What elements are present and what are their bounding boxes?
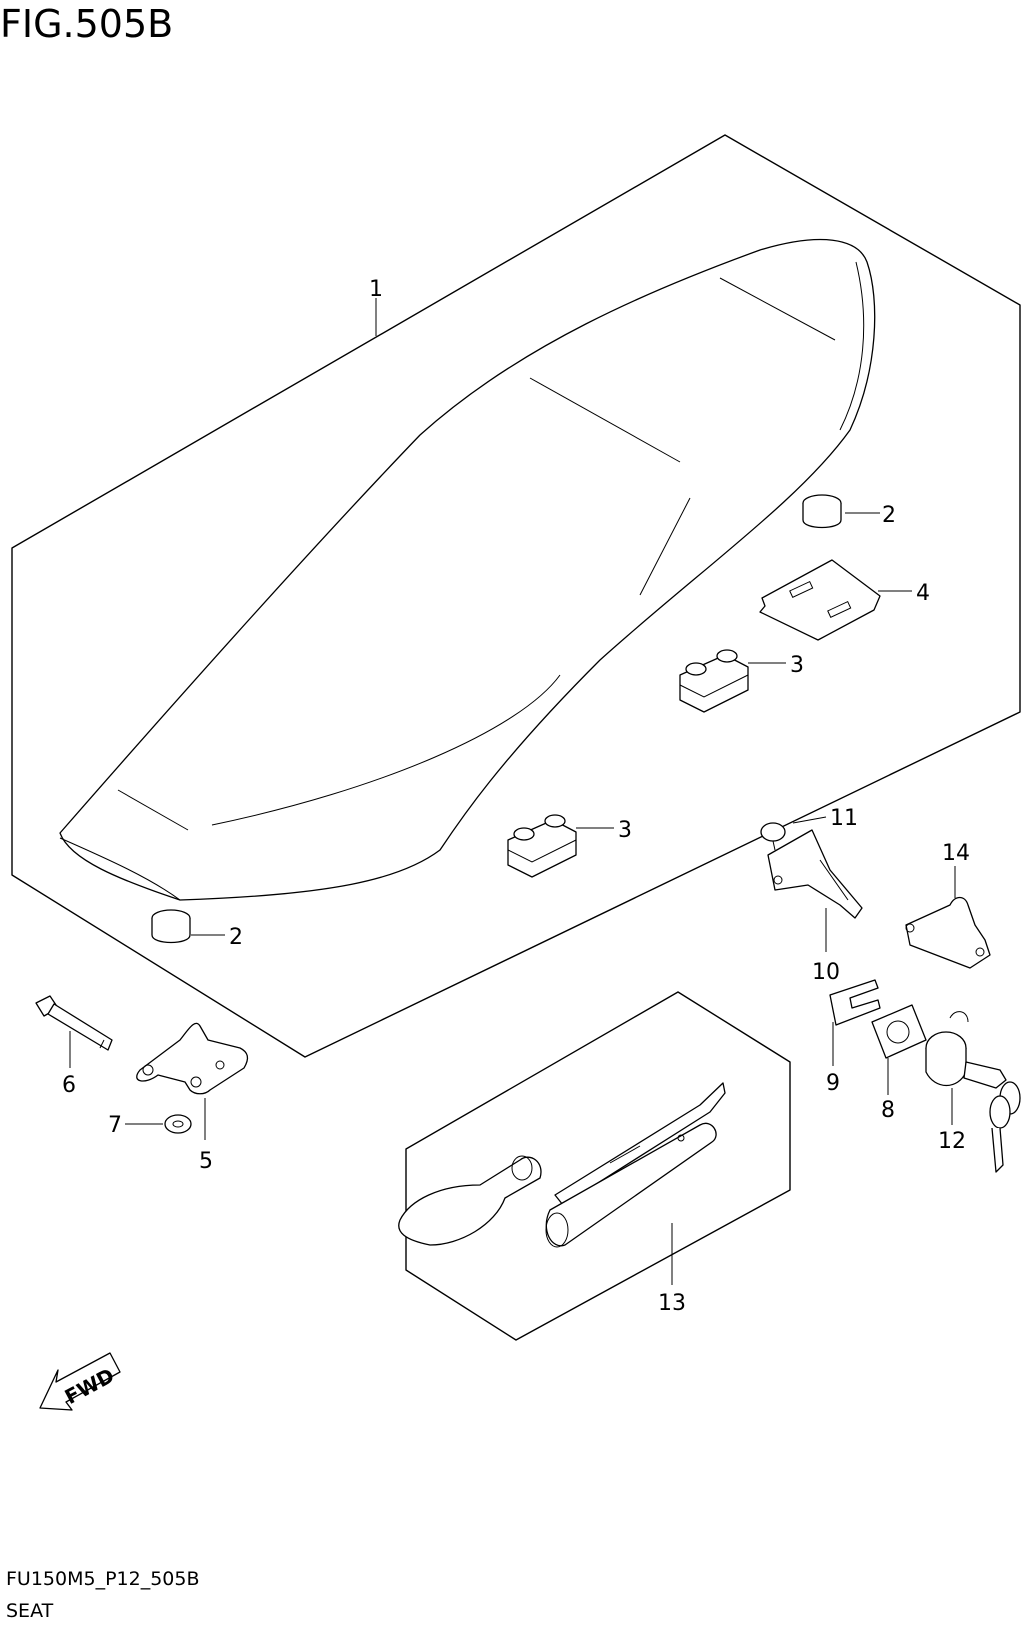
callout-13: 13 bbox=[658, 1291, 686, 1316]
callout-11: 11 bbox=[830, 806, 858, 831]
callout-8: 8 bbox=[881, 1098, 895, 1123]
callout-2-lower: 2 bbox=[229, 925, 243, 950]
leader-lines bbox=[69, 298, 956, 1285]
hook-bracket-part-14[interactable] bbox=[905, 896, 991, 969]
nut-part-7[interactable] bbox=[164, 1114, 192, 1134]
figure-title: FIG.505B bbox=[0, 2, 174, 46]
bolt-part-6[interactable] bbox=[35, 995, 113, 1051]
callout-9: 9 bbox=[826, 1071, 840, 1096]
latch-bracket-part-10[interactable] bbox=[767, 829, 863, 919]
plate-part-4[interactable] bbox=[759, 559, 881, 641]
callout-3-upper: 3 bbox=[790, 653, 804, 678]
callout-1: 1 bbox=[369, 277, 383, 302]
tool-kit-boundary bbox=[405, 991, 791, 1341]
seat-assembly-boundary bbox=[11, 134, 1021, 1058]
rubber-block-part-3-lower[interactable] bbox=[507, 814, 577, 878]
callout-7: 7 bbox=[108, 1113, 122, 1138]
screwdriver-handle[interactable] bbox=[398, 1155, 542, 1246]
forward-direction-arrow: FWD bbox=[39, 1352, 121, 1411]
callout-5: 5 bbox=[199, 1149, 213, 1174]
bolt-part-11[interactable] bbox=[760, 822, 786, 851]
callout-3-lower: 3 bbox=[618, 818, 632, 843]
washer-plate-part-8[interactable] bbox=[871, 1004, 927, 1059]
cushion-part-2-lower[interactable] bbox=[151, 909, 191, 944]
callout-4: 4 bbox=[916, 581, 930, 606]
cushion-part-2-upper[interactable] bbox=[802, 494, 842, 529]
diagram-code: FU150M5_P12_505B bbox=[6, 1568, 200, 1590]
callout-10: 10 bbox=[812, 960, 840, 985]
bracket-part-5[interactable] bbox=[136, 1022, 249, 1095]
diagram-subtitle: SEAT bbox=[6, 1600, 54, 1622]
callout-labels: 1 2 2 3 3 4 5 6 7 8 9 10 11 12 13 14 bbox=[62, 277, 970, 1316]
clip-part-9[interactable] bbox=[829, 979, 881, 1026]
callout-12: 12 bbox=[938, 1129, 966, 1154]
callout-14: 14 bbox=[942, 841, 970, 866]
lock-cylinder-part-12[interactable] bbox=[925, 1011, 1021, 1173]
callout-2-upper: 2 bbox=[882, 503, 896, 528]
seat-part[interactable] bbox=[59, 238, 876, 901]
rubber-block-part-3-upper[interactable] bbox=[679, 649, 749, 713]
callout-6: 6 bbox=[62, 1073, 76, 1098]
socket-wrench[interactable] bbox=[545, 1122, 717, 1248]
